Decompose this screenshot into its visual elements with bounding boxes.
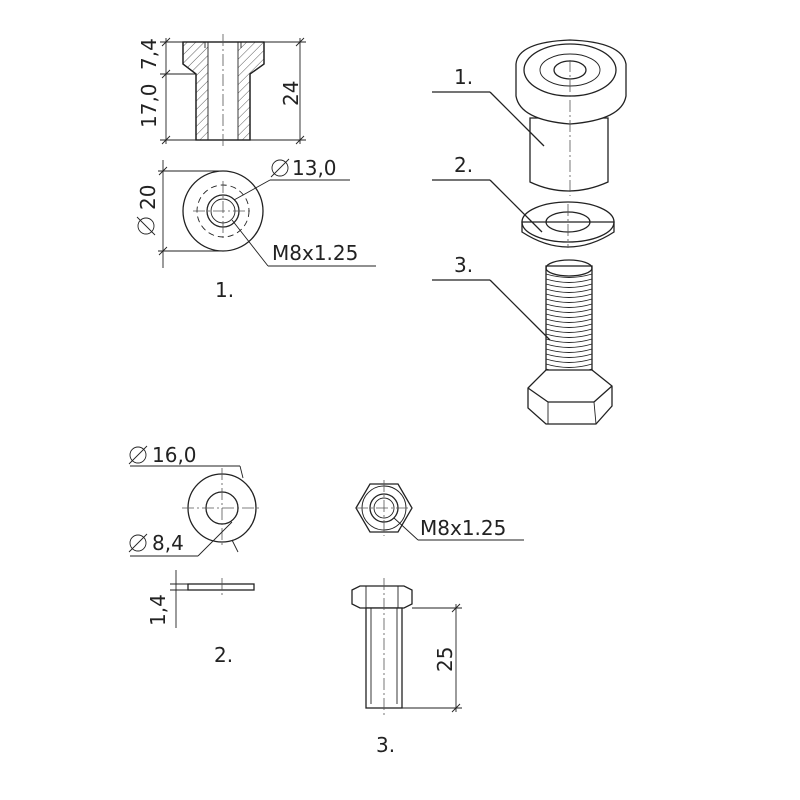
thread-ridge [545,293,593,298]
washer-label: 2. [214,643,233,667]
assembly-callout-3: 3. [454,253,473,277]
bushing-dim-length: 24 [279,81,303,106]
washer-dim-outer-diameter: 16,0 [152,443,197,467]
thread-ridge [545,308,593,313]
bushing-dim-height-total: 17,0 [137,83,161,128]
bushing-top-view: 20 13,0 M8x1.25 1. [136,156,376,302]
bushing-section-view: 17,0 7,4 24 [137,34,306,148]
thread-ridge [545,298,593,303]
washer-dim-thickness: 1,4 [146,594,170,626]
bolt-side-view: 25 3. [351,578,462,757]
assembly-view: 1. 2. 3. [432,39,627,425]
bolt-thread-shaft [545,259,593,389]
bushing-dim-outer-diameter: 20 [136,185,160,210]
diameter-icon [128,445,148,465]
bolt-thread: M8x1.25 [420,516,506,540]
bushing-dim-bore-diameter: 13,0 [292,156,337,180]
thread-ridge [545,363,593,368]
thread-ridge [545,273,593,278]
diameter-icon [136,216,156,236]
assembly-callout-1: 1. [454,65,473,89]
thread-ridge [545,288,593,293]
bolt-head-top-view: M8x1.25 [355,480,524,541]
bushing-thread: M8x1.25 [272,241,358,265]
bolt-dim-length: 25 [433,647,457,672]
thread-ridge [545,318,593,323]
assembly-callout-2: 2. [454,153,473,177]
washer-view: 16,0 8,4 1,4 2. [128,443,262,667]
thread-ridge [545,303,593,308]
washer-dim-inner-diameter: 8,4 [152,531,184,555]
thread-ridge [545,278,593,283]
thread-ridge [545,348,593,353]
bolt-label: 3. [376,733,395,757]
thread-ridge [545,328,593,333]
thread-ridge [545,343,593,348]
thread-ridge [545,353,593,358]
bushing-dim-flange: 7,4 [137,38,161,70]
bushing-label: 1. [215,278,234,302]
thread-ridge [545,283,593,288]
thread-ridge [545,358,593,363]
thread-ridge [545,333,593,338]
thread-ridge [545,313,593,318]
thread-ridge [545,323,593,328]
diameter-icon [270,158,290,178]
diameter-icon [128,533,148,553]
